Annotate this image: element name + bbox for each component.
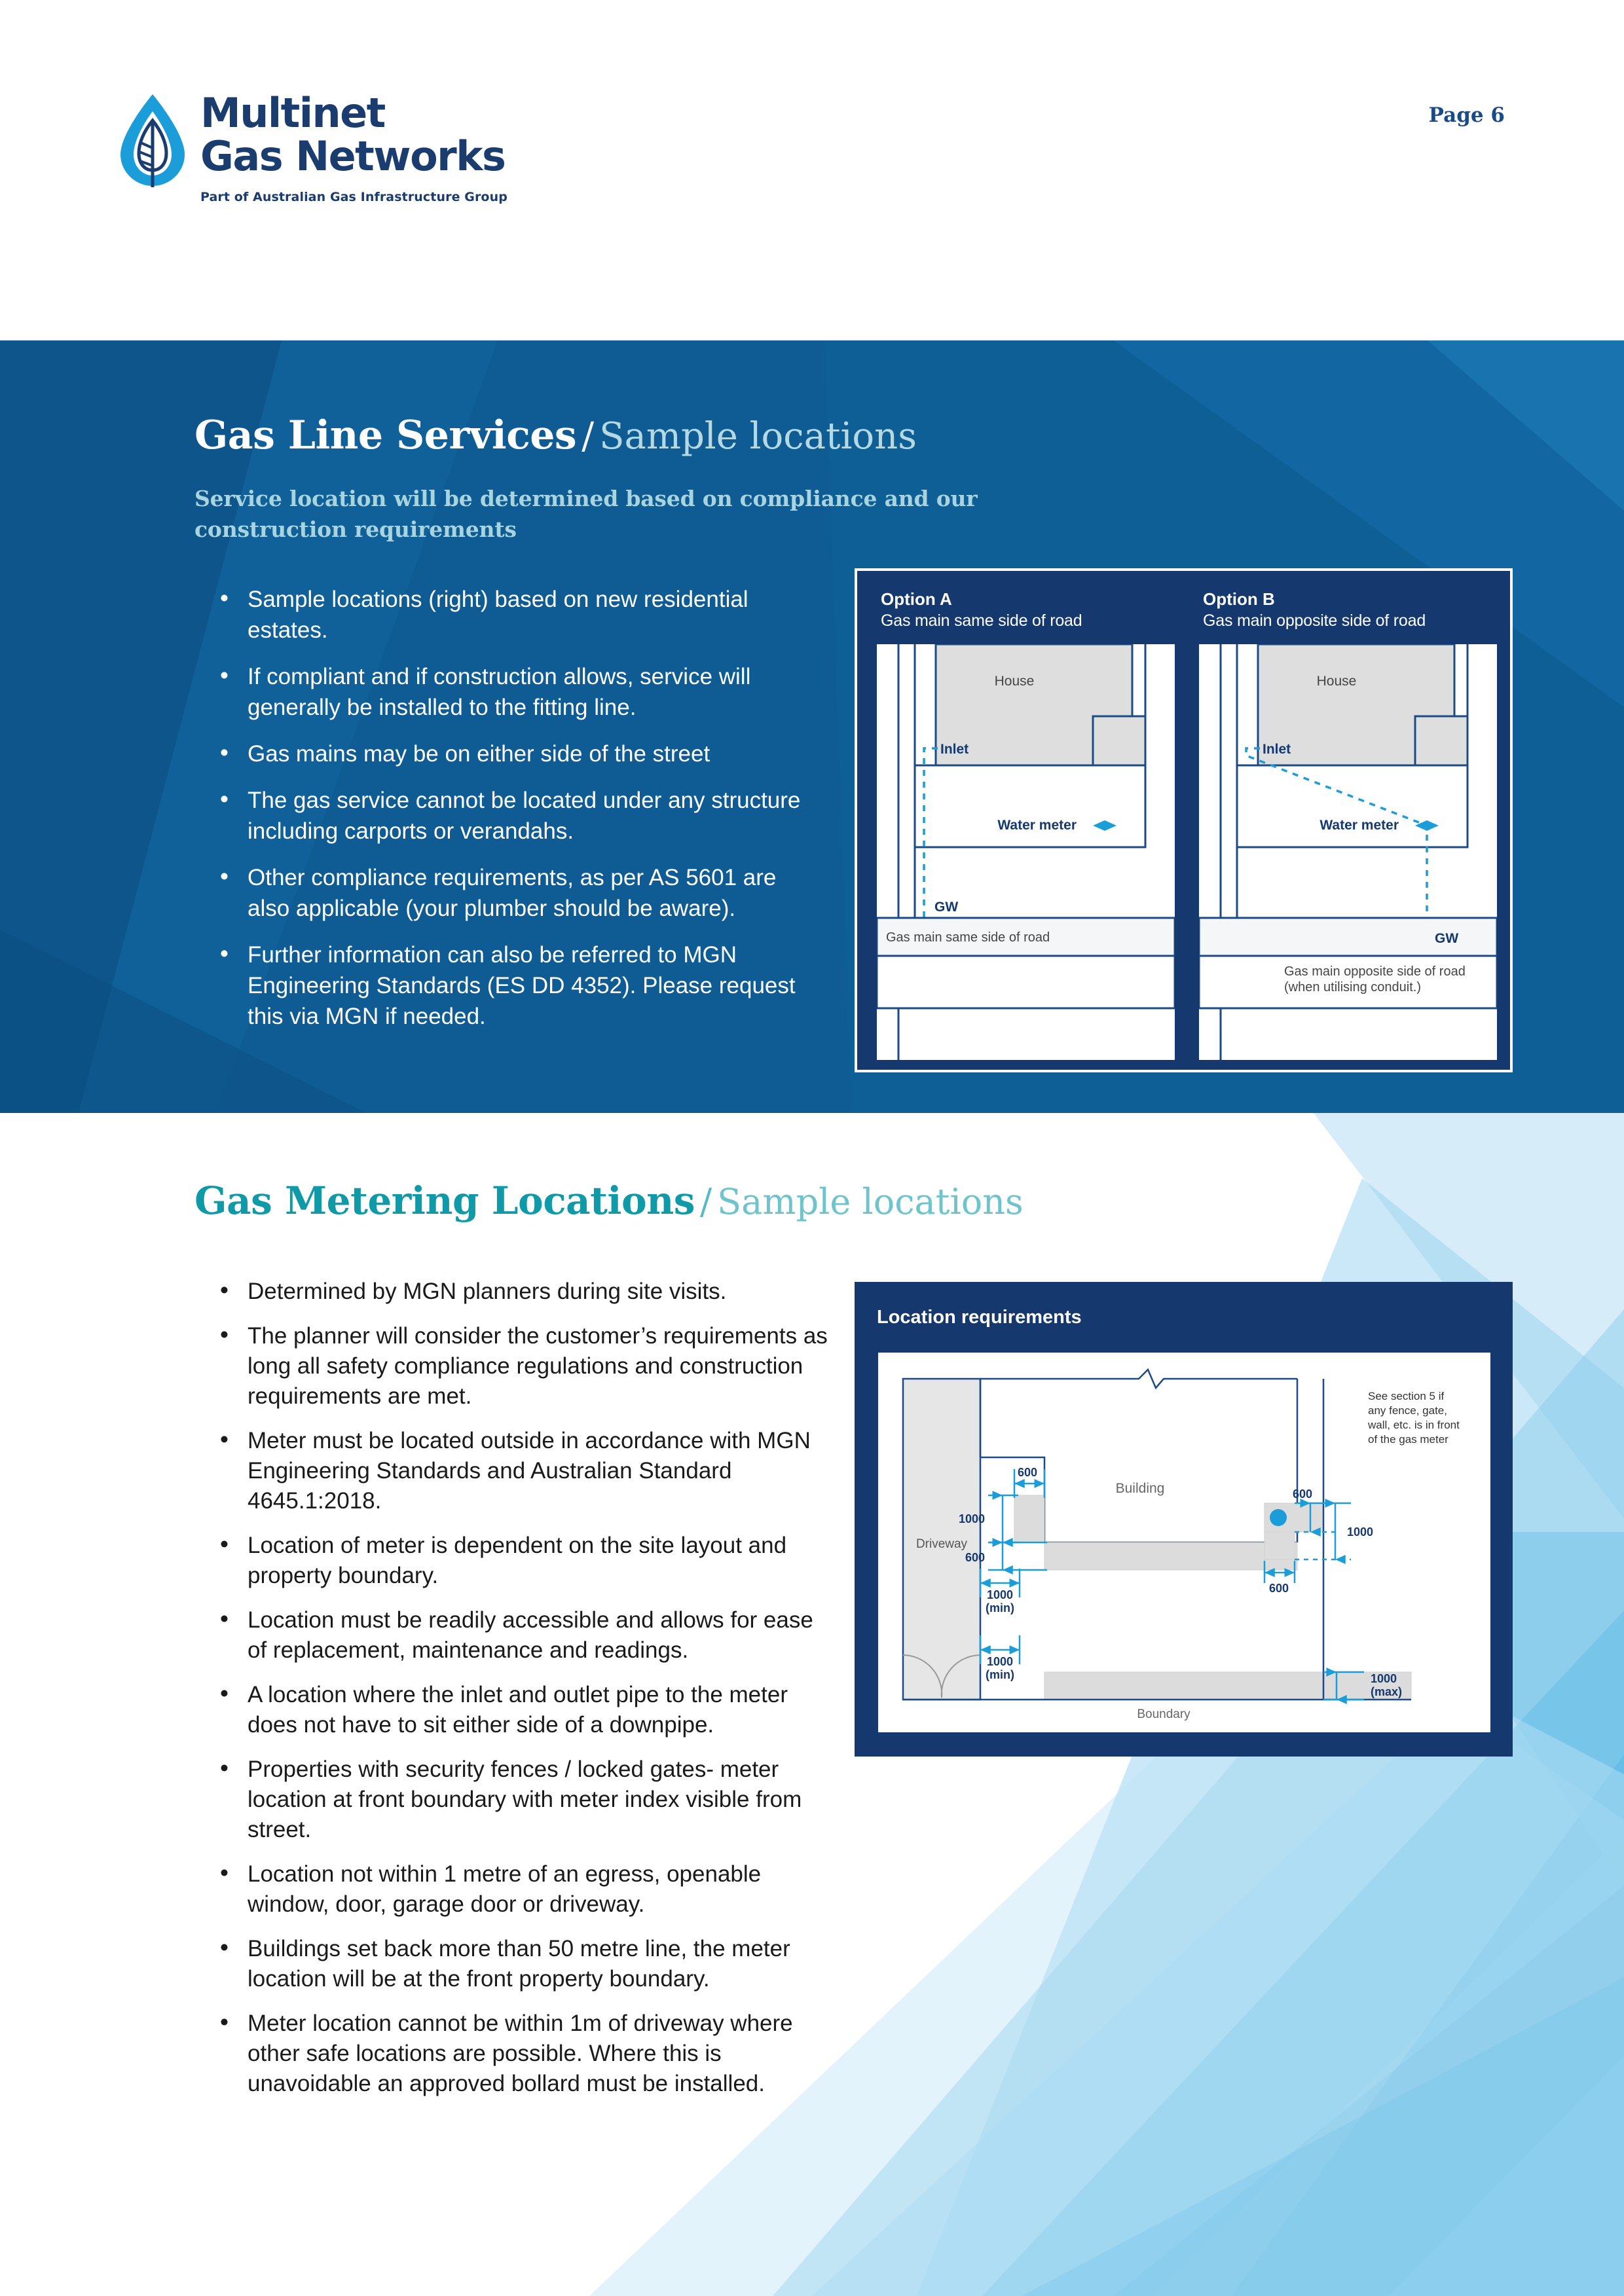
section2-bullet-list: Determined by MGN planners during site v… <box>216 1275 832 2113</box>
gas-meter-marker <box>1270 1509 1287 1526</box>
list-item: Location of meter is dependent on the si… <box>216 1529 832 1591</box>
inlet-label: Inlet <box>1263 742 1291 757</box>
section1-subheading: Service location will be determined base… <box>194 486 978 542</box>
option-a-title: Option A <box>881 589 952 609</box>
option-a-drawing: House Inlet Water meter GW Gas main same… <box>877 644 1175 1060</box>
sample-locations-diagram-panel: Option A Gas main same side of road <box>855 568 1513 1072</box>
list-item: A location where the inlet and outlet pi… <box>216 1679 832 1740</box>
list-item: Further information can also be referred… <box>216 938 805 1032</box>
list-item: Sample locations (right) based on new re… <box>216 583 805 646</box>
section2-heading-slash: / <box>699 1181 712 1222</box>
list-item: Meter location cannot be within 1m of dr… <box>216 2007 832 2099</box>
house-label: House <box>1317 674 1357 689</box>
logo-line-2: Gas Networks <box>200 132 506 180</box>
dim-1000-min-lower-unit: (min) <box>986 1668 1014 1681</box>
section2-heading: Gas Metering Locations/Sample locations <box>194 1178 1024 1223</box>
list-item: Gas mains may be on either side of the s… <box>216 737 805 769</box>
logo-line-1: Multinet <box>200 89 386 137</box>
list-item: Meter must be located outside in accorda… <box>216 1425 832 1516</box>
dim-1000-min-upper-value: 1000 <box>987 1588 1013 1601</box>
list-item: Determined by MGN planners during site v… <box>216 1275 832 1307</box>
section1-heading: Gas Line Services/Sample locations <box>194 412 917 458</box>
inlet-label: Inlet <box>940 742 969 757</box>
dim-1000-left: 1000 <box>959 1512 985 1525</box>
list-item: Buildings set back more than 50 metre li… <box>216 1933 832 1994</box>
gas-main-caption-line2: (when utilising conduit.) <box>1284 980 1421 994</box>
gas-drop-leaf-icon <box>120 94 185 187</box>
option-a-column: Option A Gas main same side of road <box>862 571 1183 1070</box>
option-b-column: Option B Gas main opposite side of road … <box>1185 571 1505 1070</box>
location-requirements-title: Location requirements <box>877 1307 1082 1328</box>
location-requirements-drawing: Driveway Building <box>878 1353 1490 1732</box>
dim-600-right-lower: 600 <box>1269 1582 1289 1595</box>
building-label: Building <box>1116 1481 1165 1496</box>
gw-label: GW <box>1435 931 1458 946</box>
section5-note-line3: wall, etc. is in front <box>1367 1419 1460 1431</box>
option-b-title: Option B <box>1203 589 1275 609</box>
section1-bullet-list: Sample locations (right) based on new re… <box>216 583 805 1048</box>
gas-main-caption-line1: Gas main opposite side of road <box>1284 964 1466 979</box>
section1-heading-light: Sample locations <box>599 415 917 458</box>
section5-note-line4: of the gas meter <box>1368 1433 1449 1446</box>
water-meter-label: Water meter <box>997 818 1077 833</box>
dim-600-left-lower: 600 <box>965 1551 985 1564</box>
water-meter-label: Water meter <box>1320 818 1399 833</box>
dim-1000-right: 1000 <box>1347 1525 1373 1539</box>
gas-main-caption: Gas main same side of road <box>886 930 1050 945</box>
option-a-subtitle: Gas main same side of road <box>881 611 1082 630</box>
water-meter-marker <box>1093 820 1116 831</box>
list-item: Properties with security fences / locked… <box>216 1753 832 1845</box>
section1-heading-slash: / <box>581 415 595 458</box>
option-b-drawing: House Inlet Water meter GW Gas main oppo… <box>1199 644 1497 1060</box>
list-item: The gas service cannot be located under … <box>216 784 805 847</box>
section2-heading-light: Sample locations <box>717 1181 1024 1222</box>
section5-note-line2: any fence, gate, <box>1368 1404 1447 1417</box>
section1-heading-bold: Gas Line Services <box>194 412 577 458</box>
option-b-subtitle: Gas main opposite side of road <box>1203 611 1426 630</box>
list-item: If compliant and if construction allows,… <box>216 660 805 723</box>
logo-wordmark: Multinet Gas Networks <box>200 89 506 180</box>
dim-600-top-right: 600 <box>1293 1487 1312 1501</box>
driveway-label: Driveway <box>916 1537 968 1551</box>
dim-1000-max-unit: (max) <box>1371 1685 1402 1698</box>
list-item: Location not within 1 metre of an egress… <box>216 1858 832 1920</box>
logo-tagline: Part of Australian Gas Infrastructure Gr… <box>200 190 507 204</box>
section5-note-line1: See section 5 if <box>1368 1390 1445 1402</box>
section2-heading-bold: Gas Metering Locations <box>194 1178 695 1223</box>
dim-1000-min-upper-unit: (min) <box>986 1601 1014 1614</box>
dim-600-top-left: 600 <box>1018 1466 1037 1479</box>
list-item: The planner will consider the customer’s… <box>216 1320 832 1412</box>
dim-1000-min-lower-value: 1000 <box>987 1655 1013 1668</box>
gw-label: GW <box>934 900 958 915</box>
multinet-gas-networks-logo: Multinet Gas Networks Part of Australian… <box>117 92 523 210</box>
house-label: House <box>995 674 1035 689</box>
location-requirements-panel: Location requirements Driveway Building <box>855 1282 1513 1757</box>
page-number: Page 6 <box>1428 103 1505 127</box>
boundary-label: Boundary <box>1137 1707 1190 1721</box>
list-item: Location must be readily accessible and … <box>216 1604 832 1666</box>
dim-1000-max-value: 1000 <box>1371 1672 1397 1685</box>
list-item: Other compliance requirements, as per AS… <box>216 861 805 924</box>
page-header: Multinet Gas Networks Part of Australian… <box>0 0 1624 340</box>
